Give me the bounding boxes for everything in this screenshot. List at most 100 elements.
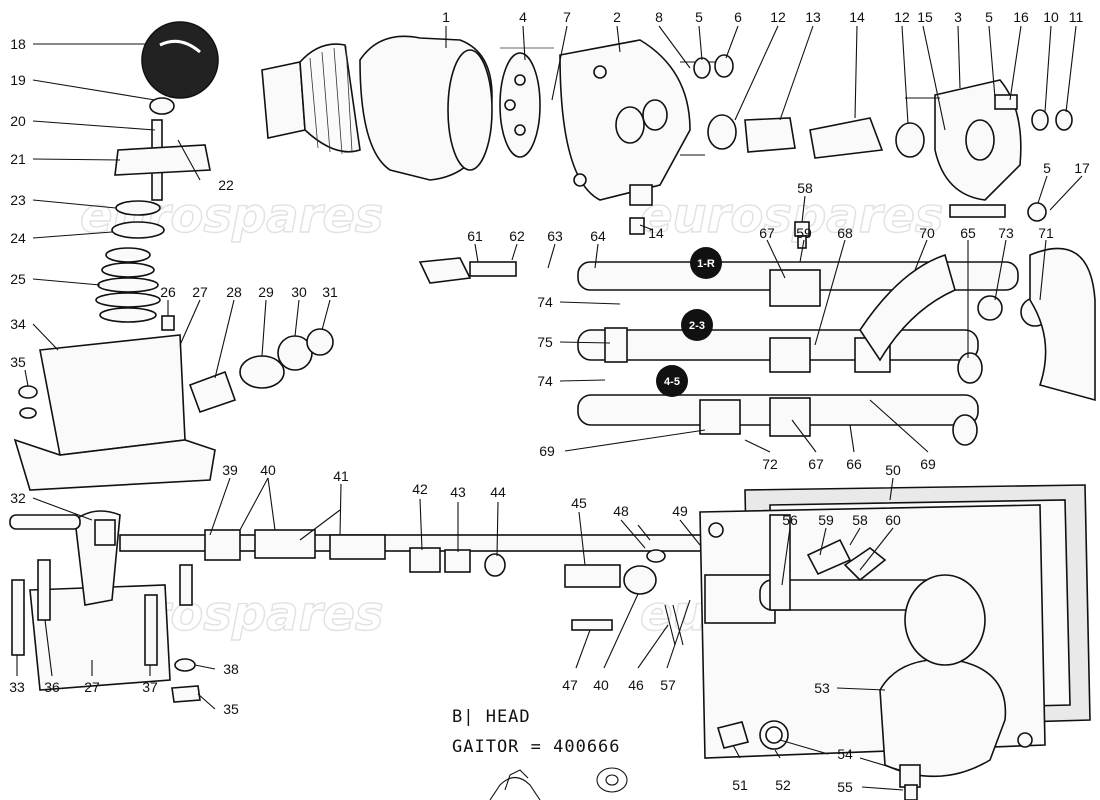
callout-number: 59 bbox=[796, 225, 812, 241]
callout-number: 54 bbox=[837, 746, 853, 762]
callout-number: 58 bbox=[852, 512, 868, 528]
callout-number: 73 bbox=[998, 225, 1014, 241]
selector-mechanism-56-60 bbox=[704, 514, 951, 624]
note-line-2: GAITOR = 400666 bbox=[452, 737, 621, 757]
linkage-bracket-27 bbox=[9, 510, 171, 691]
callout-number: 46 bbox=[628, 677, 644, 693]
callout-number: 12 bbox=[770, 9, 786, 25]
selector-rod-1-r bbox=[418, 257, 1050, 327]
callout-number: 20 bbox=[10, 113, 26, 129]
callout-number: 5 bbox=[695, 9, 703, 25]
badge-2-3: 2-3 bbox=[681, 309, 713, 341]
callout-number: 38 bbox=[223, 661, 239, 677]
callout-number: 14 bbox=[648, 225, 664, 241]
callout-number: 19 bbox=[10, 72, 26, 88]
callout-number: 63 bbox=[547, 228, 563, 244]
callout-number: 69 bbox=[539, 443, 555, 459]
callout-number: 48 bbox=[613, 503, 629, 519]
callout-number: 41 bbox=[333, 468, 349, 484]
bell-housing-part-1 bbox=[359, 35, 554, 181]
callout-number: 13 bbox=[805, 9, 821, 25]
callout-number: 23 bbox=[10, 192, 26, 208]
callout-number: 39 bbox=[222, 462, 238, 478]
callout-number: 17 bbox=[1074, 160, 1090, 176]
callout-number: 67 bbox=[759, 225, 775, 241]
lever-housing-27 bbox=[13, 315, 216, 491]
callout-number: 50 bbox=[885, 462, 901, 478]
callout-number: 44 bbox=[490, 484, 506, 500]
callout-number: 5 bbox=[985, 9, 993, 25]
callout-number: 27 bbox=[84, 679, 100, 695]
screw-washer-48 bbox=[637, 524, 666, 563]
callout-number: 10 bbox=[1043, 9, 1059, 25]
leader-lines bbox=[16, 25, 1083, 791]
callout-number: 4 bbox=[519, 9, 527, 25]
callout-number: 6 bbox=[734, 9, 742, 25]
callout-number: 72 bbox=[762, 456, 778, 472]
plug-washer-51-52 bbox=[716, 720, 789, 750]
callout-number: 28 bbox=[226, 284, 242, 300]
callout-number: 11 bbox=[1069, 9, 1084, 25]
watermark-top-right: eurospares bbox=[640, 188, 944, 244]
callout-number: 71 bbox=[1038, 225, 1054, 241]
callout-number: 34 bbox=[10, 316, 26, 332]
callout-number: 75 bbox=[537, 334, 553, 350]
callout-number: 15 bbox=[917, 9, 933, 25]
gaitor-sketch bbox=[489, 767, 628, 800]
callout-number: 45 bbox=[571, 495, 587, 511]
callout-number: 2 bbox=[613, 9, 621, 25]
callout-number: 42 bbox=[412, 481, 428, 497]
callout-number: 59 bbox=[818, 512, 834, 528]
callout-number: 70 bbox=[919, 225, 935, 241]
callout-number: 7 bbox=[563, 9, 571, 25]
callout-number: 61 bbox=[467, 228, 483, 244]
nut-washer-group-5-6 bbox=[693, 54, 734, 79]
washers-35 bbox=[18, 385, 38, 419]
callout-number: 56 bbox=[782, 512, 798, 528]
callout-number: 5 bbox=[1043, 160, 1051, 176]
callout-number: 57 bbox=[660, 677, 676, 693]
linkage-rod-39-45 bbox=[119, 529, 721, 595]
callout-number: 24 bbox=[10, 230, 26, 246]
callout-number: 8 bbox=[655, 9, 663, 25]
servo-unit-53 bbox=[879, 574, 1007, 800]
callout-number: 35 bbox=[10, 354, 26, 370]
callout-number: 40 bbox=[593, 677, 609, 693]
callout-number: 26 bbox=[160, 284, 176, 300]
gear-knob-18 bbox=[141, 21, 219, 99]
callout-numbers: 1 4 7 2 8 5 6 12 13 14 12 15 3 5 16 10 1… bbox=[9, 9, 1090, 795]
badge-4-5-label: 4-5 bbox=[664, 376, 680, 388]
callout-number: 29 bbox=[258, 284, 274, 300]
callout-number: 62 bbox=[509, 228, 525, 244]
callout-number: 69 bbox=[920, 456, 936, 472]
callout-number: 36 bbox=[44, 679, 60, 695]
callout-number: 65 bbox=[960, 225, 976, 241]
callout-number: 30 bbox=[291, 284, 307, 300]
callout-number: 74 bbox=[537, 373, 553, 389]
selector-rod-4-5 bbox=[577, 394, 979, 446]
callout-number: 58 bbox=[797, 180, 813, 196]
lever-spring-25 bbox=[95, 247, 161, 323]
badge-1-r: 1-R bbox=[690, 247, 722, 279]
shift-fork-housing-70-71 bbox=[859, 247, 1096, 402]
callout-number: 21 bbox=[10, 151, 26, 167]
callout-number: 18 bbox=[10, 36, 26, 52]
callout-number: 37 bbox=[142, 679, 158, 695]
studs-33-36-37 bbox=[11, 559, 193, 666]
pump-body-part-3 bbox=[905, 79, 1073, 222]
callout-number: 35 bbox=[223, 701, 239, 717]
pump-cover-part-2 bbox=[559, 39, 720, 206]
selector-rod-2-3 bbox=[577, 327, 983, 384]
badge-1-r-label: 1-R bbox=[697, 258, 715, 270]
input-gear-shaft bbox=[261, 43, 361, 155]
detent-parts-28-31 bbox=[188, 328, 334, 414]
callout-number: 14 bbox=[849, 9, 865, 25]
pump-gears-12-14 bbox=[707, 114, 925, 159]
callout-number: 47 bbox=[562, 677, 578, 693]
callout-number: 40 bbox=[260, 462, 276, 478]
callout-number: 43 bbox=[450, 484, 466, 500]
note-line-1: B| HEAD bbox=[452, 707, 531, 727]
callout-number: 68 bbox=[837, 225, 853, 241]
callout-number: 74 bbox=[537, 294, 553, 310]
